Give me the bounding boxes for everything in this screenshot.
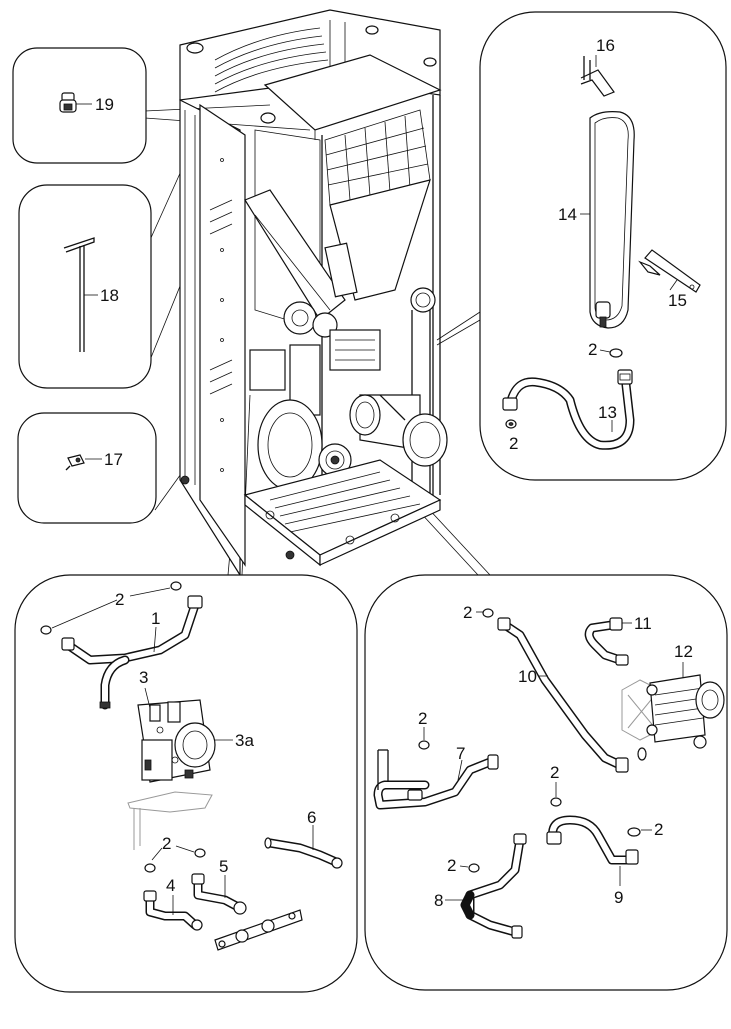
gasket-exch-lower (468, 863, 480, 873)
pipe-8 (460, 833, 527, 939)
mesh-grid (324, 109, 431, 206)
callout-7: 7 (456, 744, 465, 763)
callout-12: 12 (674, 642, 693, 661)
callout-9: 9 (614, 888, 623, 907)
main-unit (179, 9, 448, 578)
callout-19: 19 (95, 95, 114, 114)
callout-3a: 3a (235, 731, 254, 750)
gasket-exch-top (482, 608, 494, 618)
callout-16: 16 (596, 36, 615, 55)
pipe-11 (584, 617, 629, 666)
callout-2-vessel-lower: 2 (509, 434, 518, 453)
base-frame (180, 459, 442, 567)
callout-2-exch-right: 2 (654, 820, 663, 839)
air-vent-valve (59, 92, 77, 113)
gasket-pump-top-left (40, 625, 52, 635)
callout-2-exch-left: 2 (418, 709, 427, 728)
gasket-pump-mid-left (144, 863, 156, 873)
pipe-1 (61, 595, 203, 710)
gasket-pump-top-right (170, 581, 182, 591)
plate-heat-exchanger-12 (621, 674, 725, 749)
callout-18: 18 (100, 286, 119, 305)
callout-6: 6 (307, 808, 316, 827)
callout-3: 3 (139, 668, 148, 687)
gasket-upper-right (609, 348, 623, 358)
hex-key (63, 237, 95, 352)
mounting-plate (127, 791, 213, 850)
gasket-exch-left (418, 740, 430, 750)
panel-slots (209, 199, 233, 395)
auger-assembly (244, 189, 358, 338)
callout-2-exch-top: 2 (463, 603, 472, 622)
inset-part-17: 17 (17, 412, 157, 524)
pipe-10 (497, 617, 629, 773)
callout-14: 14 (558, 205, 577, 224)
callout-13: 13 (598, 403, 617, 422)
gasket-pump-mid-right (194, 848, 206, 858)
inset-part-19: 19 (12, 47, 147, 164)
pipe-4 (143, 890, 203, 931)
callout-2-pump-top: 2 (115, 590, 124, 609)
inset-frame-pump (14, 574, 358, 993)
callout-15: 15 (668, 291, 687, 310)
gasket-exch-side (637, 747, 647, 761)
pipe-5 (191, 873, 247, 915)
inset-heat-exchanger-group: 2 10 11 (364, 574, 728, 991)
callout-17: 17 (104, 450, 123, 469)
flex-hose-13 (502, 369, 635, 450)
inset-part-18: 18 (18, 184, 152, 389)
callout-1: 1 (151, 609, 160, 628)
callout-11: 11 (634, 614, 652, 633)
callout-5: 5 (219, 857, 228, 876)
inset-frame-18 (18, 184, 152, 389)
connection-manifold (214, 909, 303, 951)
callout-10: 10 (518, 667, 537, 686)
gasket-exch-right (627, 827, 641, 837)
top-grille (214, 20, 346, 93)
bracket-15 (638, 249, 701, 293)
inset-pump-group: 2 1 3 3a (14, 574, 358, 993)
callout-2-pump-mid: 2 (162, 834, 171, 853)
circulation-pump-3 (137, 699, 216, 783)
bracket-16 (580, 56, 615, 97)
flue-pipe (349, 394, 448, 467)
inset-frame-19 (12, 47, 147, 164)
pipe-6 (264, 837, 343, 869)
middle-components (249, 329, 381, 416)
pipe-9 (546, 815, 639, 865)
callout-4: 4 (166, 876, 175, 895)
callout-2-exch-lower: 2 (447, 856, 456, 875)
inset-frame-17 (17, 412, 157, 524)
panel-rivets (220, 158, 224, 472)
inset-frame-exchanger (364, 574, 728, 991)
combustion-fan (257, 399, 352, 491)
callout-2-exch-mid: 2 (550, 763, 559, 782)
callout-8: 8 (434, 891, 443, 910)
pipe-7 (373, 749, 499, 810)
expansion-vessel-14 (589, 111, 635, 329)
gasket-exch-mid (550, 797, 562, 807)
callout-2-vessel-upper: 2 (588, 340, 597, 359)
spring-clip (65, 454, 85, 471)
inset-expansion-vessel: 16 14 15 2 13 (479, 11, 727, 481)
